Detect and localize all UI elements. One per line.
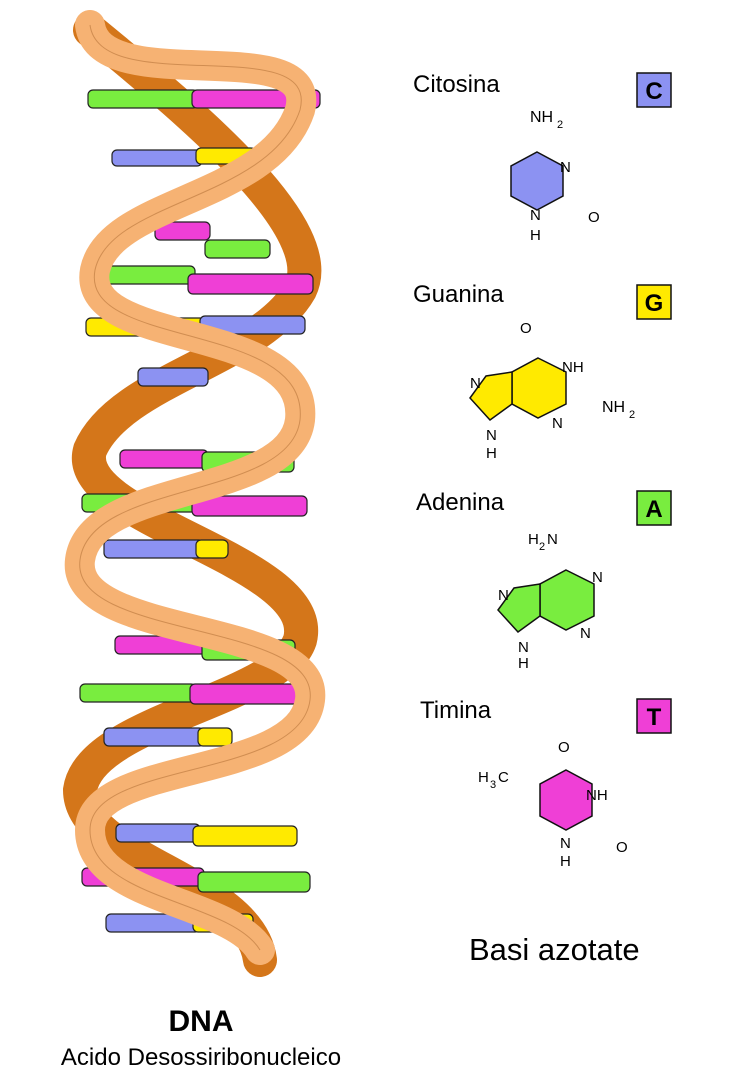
adenine-n7-label: N bbox=[498, 587, 509, 604]
base-pair-rung bbox=[94, 265, 314, 295]
guanine-n3-label: N bbox=[552, 415, 563, 432]
base-name-thymine: Timina bbox=[420, 697, 492, 724]
bases-title: Basi azotate bbox=[469, 932, 640, 967]
base-pair-rung bbox=[154, 221, 271, 259]
guanine-amino-sub: 2 bbox=[629, 409, 635, 421]
base-adenine: Adenina A H 2 N N N N N H bbox=[416, 489, 672, 672]
adenine-h9-label: H bbox=[518, 655, 529, 672]
base-name-guanine: Guanina bbox=[413, 281, 504, 308]
base-pair-rung bbox=[115, 823, 298, 847]
guanine-ring-5 bbox=[469, 371, 513, 422]
base-name-cytosine: Citosina bbox=[413, 71, 500, 98]
cytosine-ring bbox=[510, 151, 564, 211]
base-pair-rung bbox=[137, 367, 209, 387]
cytosine-oxo-label: O bbox=[588, 209, 600, 226]
base-letter-box-adenine bbox=[636, 490, 672, 526]
thymine-h1-label: H bbox=[560, 853, 571, 870]
thymine-methyl-sub: 3 bbox=[490, 779, 496, 791]
guanine-ring-6 bbox=[511, 357, 567, 419]
helix-subtitle: Acido Desossiribonucleico bbox=[61, 1044, 341, 1071]
thymine-ring bbox=[539, 769, 593, 831]
guanine-oxo-label: O bbox=[520, 320, 532, 337]
base-pair-rung bbox=[103, 727, 233, 747]
base-letter-box-thymine bbox=[636, 698, 672, 734]
thymine-n1-label: N bbox=[560, 835, 571, 852]
adenine-amino-sub: 2 bbox=[539, 541, 545, 553]
base-pair-rung bbox=[79, 683, 311, 705]
base-pair-rung bbox=[103, 539, 229, 559]
base-letter-guanine: G bbox=[645, 290, 664, 317]
thymine-oxo2-label: O bbox=[616, 839, 628, 856]
base-thymine: Timina T O NH O N H H 3 C bbox=[420, 697, 672, 870]
thymine-methyl-h-label: H bbox=[478, 769, 489, 786]
base-letter-cytosine: C bbox=[645, 78, 662, 105]
guanine-amino-label: NH bbox=[602, 399, 625, 416]
cytosine-n3-label: N bbox=[560, 159, 571, 176]
adenine-ring-6 bbox=[539, 569, 595, 631]
guanine-n9-label: N bbox=[486, 427, 497, 444]
base-cytosine: Citosina C NH 2 N N H O bbox=[413, 71, 672, 244]
base-letter-box-cytosine bbox=[636, 72, 672, 108]
thymine-nh3-label: NH bbox=[586, 787, 608, 804]
adenine-n3-label: N bbox=[580, 625, 591, 642]
cytosine-h1-label: H bbox=[530, 227, 541, 244]
base-name-adenine: Adenina bbox=[416, 489, 505, 516]
guanine-nh1-label: NH bbox=[562, 359, 584, 376]
adenine-n9-label: N bbox=[518, 639, 529, 656]
cytosine-amino-sub: 2 bbox=[557, 119, 563, 131]
cytosine-amino-label: NH bbox=[530, 109, 553, 126]
guanine-n7-label: N bbox=[470, 375, 481, 392]
base-letter-adenine: A bbox=[645, 496, 662, 523]
guanine-h9-label: H bbox=[486, 445, 497, 462]
adenine-n1-label: N bbox=[592, 569, 603, 586]
base-guanine: Guanina G O NH NH 2 N N N H bbox=[413, 281, 672, 462]
double-helix bbox=[62, 10, 326, 977]
adenine-amino-h-label: H bbox=[528, 531, 539, 548]
helix-title: DNA bbox=[169, 1005, 234, 1038]
thymine-oxo1-label: O bbox=[558, 739, 570, 756]
cytosine-n1-label: N bbox=[530, 207, 541, 224]
base-letter-thymine: T bbox=[647, 704, 662, 731]
adenine-ring-5 bbox=[497, 583, 541, 634]
thymine-methyl-c-label: C bbox=[498, 769, 509, 786]
base-letter-box-guanine bbox=[636, 284, 672, 320]
adenine-amino-n-label: N bbox=[547, 531, 558, 548]
